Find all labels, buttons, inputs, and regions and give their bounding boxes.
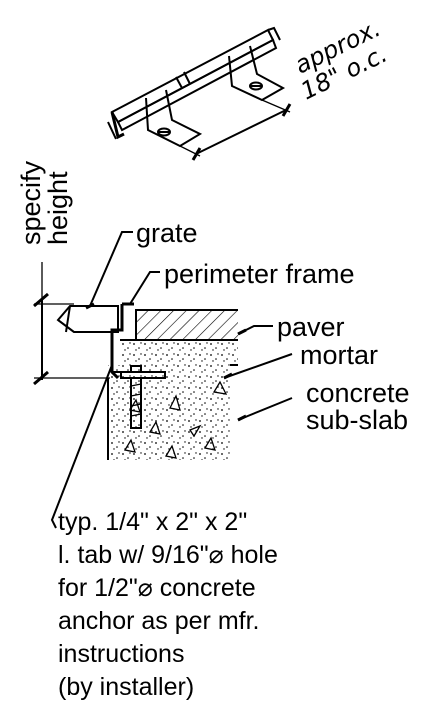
anchor-tab-right — [228, 45, 286, 102]
note-line-1: typ. 1/4" x 2" x 2" — [58, 508, 247, 536]
mortar-bed — [120, 339, 238, 365]
anchor-note: typ. 1/4" x 2" x 2" l. tab w/ 9/16"⌀ hol… — [58, 508, 278, 701]
note-line-3: for 1/2"⌀ concrete — [58, 574, 256, 602]
note-line-4: anchor as per mfr. — [58, 607, 259, 635]
grate — [56, 305, 119, 333]
perimeter-frame-label: perimeter frame — [164, 259, 355, 289]
paver-label: paver — [277, 312, 345, 342]
grate-label: grate — [136, 218, 198, 248]
note-line-6: (by installer) — [58, 673, 194, 701]
anchor-bolt — [120, 365, 166, 429]
specify-height-note: specify height — [16, 160, 73, 245]
sub-slab-label: sub-slab — [306, 405, 408, 435]
note-line-2: l. tab w/ 9/16"⌀ hole — [58, 541, 278, 569]
specify-label: specify — [16, 160, 46, 245]
perimeter-frame — [110, 302, 134, 380]
spacing-note: approx. 18" o.c. — [290, 14, 391, 105]
paver — [135, 309, 238, 340]
spacing-dimension — [179, 99, 292, 161]
anchor-tab-left — [145, 89, 203, 148]
concrete-label: concrete — [306, 378, 410, 408]
height-dimension — [33, 262, 110, 386]
frame-segment-isometric — [107, 26, 292, 161]
mortar-label: mortar — [300, 340, 378, 370]
note-line-5: instructions — [58, 640, 184, 668]
leader-lines — [50, 231, 293, 529]
concrete-sub-slab — [107, 364, 238, 460]
height-label: height — [43, 171, 73, 245]
